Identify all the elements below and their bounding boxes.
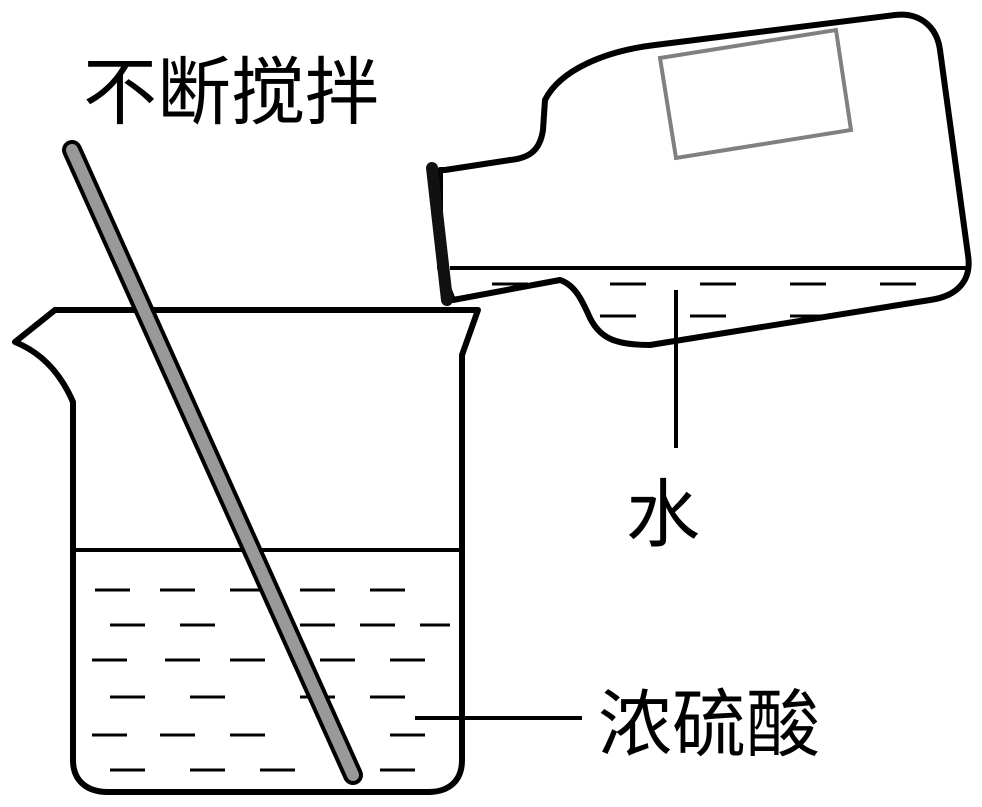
bottle (426, 11, 972, 348)
bottle-water-dashes (492, 282, 916, 318)
water-label: 水 (626, 472, 700, 558)
bottle-mouth (426, 162, 453, 306)
glass-rod (62, 140, 363, 785)
acid-label: 浓硫酸 (598, 682, 820, 768)
bottle-body (437, 11, 972, 348)
stir-label: 不断搅拌 (83, 50, 379, 136)
bottle-label-rect (657, 27, 854, 161)
